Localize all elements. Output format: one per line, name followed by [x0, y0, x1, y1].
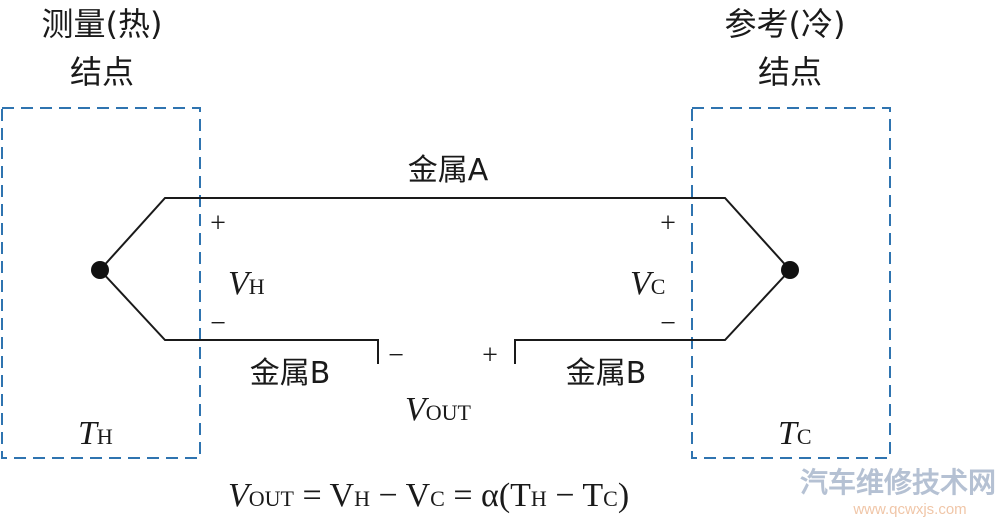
vc-plus: +	[660, 208, 676, 239]
formula: VOUT = VH − VC = α(TH − TC)	[228, 477, 629, 514]
metal-b-left-label: 金属B	[250, 356, 331, 391]
vout-minus: −	[388, 340, 404, 371]
cold-junction-title-2: 结点	[758, 53, 822, 91]
vh-plus: +	[210, 208, 226, 239]
watermark-url: www.qcwxjs.com	[852, 501, 966, 518]
metal-a-label: 金属A	[408, 153, 489, 188]
hot-junction-dot	[91, 261, 109, 279]
vout-label: VOUT	[405, 391, 472, 428]
vc-label: VC	[630, 265, 665, 302]
th-label: TH	[78, 415, 113, 452]
vh-minus: −	[210, 308, 226, 339]
hot-junction-title: 测量(热)	[42, 5, 163, 43]
hot-junction-title-2: 结点	[70, 53, 134, 91]
vout-plus: +	[482, 340, 498, 371]
tc-label: TC	[778, 415, 812, 452]
watermark-name: 汽车维修技术网	[800, 466, 996, 499]
metal-b-right-label: 金属B	[566, 356, 647, 391]
hot-junction-box	[1, 107, 201, 459]
vc-minus: −	[660, 308, 676, 339]
metal-b-left-wire	[99, 269, 379, 364]
metal-a-wire	[99, 197, 791, 271]
cold-junction-dot	[781, 261, 799, 279]
vh-label: VH	[228, 265, 265, 302]
cold-junction-box	[691, 107, 891, 459]
cold-junction-title: 参考(冷)	[725, 5, 846, 43]
metal-b-right-wire	[514, 269, 791, 364]
